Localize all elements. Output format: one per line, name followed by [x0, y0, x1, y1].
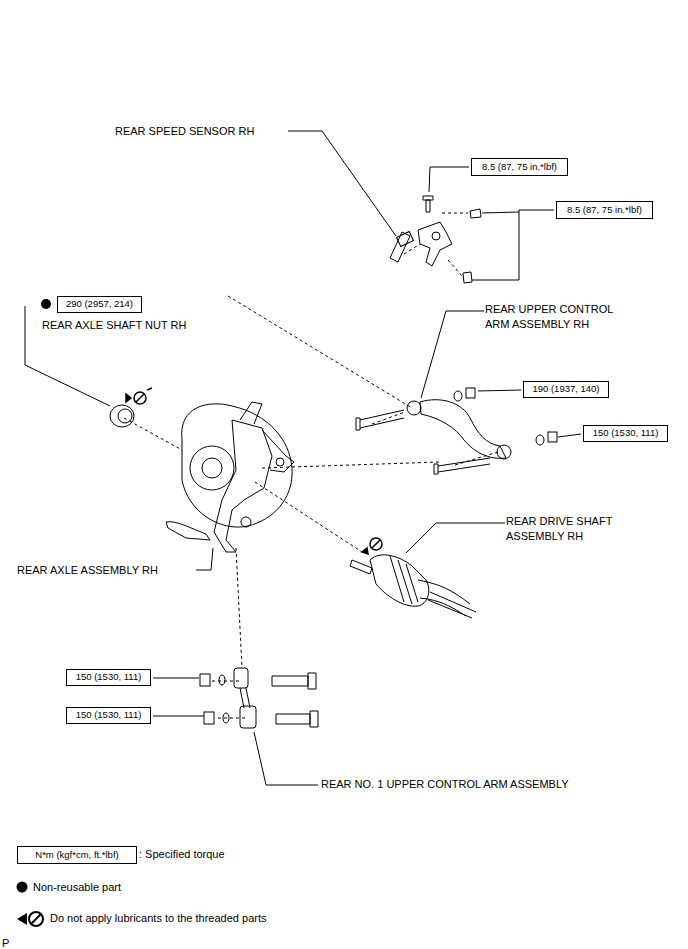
torque-box: 150 (1530, 111): [583, 425, 668, 442]
torque-value: 150 (1530, 111): [76, 710, 142, 720]
torque-box: 290 (2957, 214): [57, 296, 142, 313]
drive-shaft: [350, 555, 476, 618]
torque-box: 150 (1530, 111): [66, 669, 151, 686]
part-name: REAR AXLE ASSEMBLY RH: [16, 563, 159, 578]
no-lubricant-symbol: [126, 388, 152, 404]
leader-line: [482, 212, 519, 213]
no1-upper-control-arm: [200, 668, 318, 728]
no-lubricant-symbol: [14, 909, 48, 929]
leader-line: [558, 434, 581, 437]
leader-line: [406, 523, 505, 553]
leader-line: [478, 390, 521, 391]
leader-line: [472, 210, 554, 280]
torque-box: 8.5 (87, 75 in.*lbf): [556, 201, 653, 219]
part-name: REAR SPEED SENSOR RH: [114, 124, 255, 139]
torque-value: 8.5 (87, 75 in.*lbf): [482, 162, 557, 172]
rear-axle-assembly: [166, 402, 294, 552]
leader-line: [153, 716, 204, 717]
non-reusable-mark: [41, 299, 51, 309]
axle-nut: [110, 405, 134, 427]
assembly-line: [124, 213, 498, 718]
part-name: REAR AXLE SHAFT NUT RH: [41, 318, 187, 333]
torque-value: 8.5 (87, 75 in.*lbf): [567, 205, 642, 215]
torque-box: 190 (1937, 140): [523, 381, 609, 398]
legend-text: : Specified torque: [139, 848, 225, 861]
leader-line: [254, 732, 318, 785]
torque-value: 290 (2957, 214): [66, 299, 133, 309]
legend-text: Do not apply lubricants to the threaded …: [50, 912, 266, 925]
torque-value: 150 (1530, 111): [76, 672, 142, 682]
leader-line: [196, 548, 213, 570]
leader-line: [288, 131, 396, 236]
leader-line: [153, 678, 199, 679]
torque-box: 8.5 (87, 75 in.*lbf): [471, 158, 568, 176]
torque-box: 150 (1530, 111): [66, 707, 151, 724]
leader-line: [421, 311, 484, 398]
torque-value: N*m (kgf*cm, ft.*lbf): [35, 850, 118, 860]
speed-sensor: [390, 196, 481, 283]
page-mark: P: [1, 936, 10, 949]
torque-box: N*m (kgf*cm, ft.*lbf): [17, 846, 137, 864]
no-lubricant-symbol: [362, 538, 382, 554]
torque-value: 150 (1530, 111): [593, 428, 659, 438]
legend-text: Non-reusable part: [33, 881, 121, 894]
part-name: REAR NO. 1 UPPER CONTROL ARM ASSEMBLY: [320, 777, 570, 792]
part-name: REAR DRIVE SHAFT ASSEMBLY RH: [505, 514, 632, 544]
part-name: REAR UPPER CONTROL ARM ASSEMBLY RH: [484, 302, 636, 332]
upper-control-arm: [356, 388, 557, 474]
leader-line: [429, 167, 469, 192]
torque-value: 190 (1937, 140): [532, 384, 599, 394]
